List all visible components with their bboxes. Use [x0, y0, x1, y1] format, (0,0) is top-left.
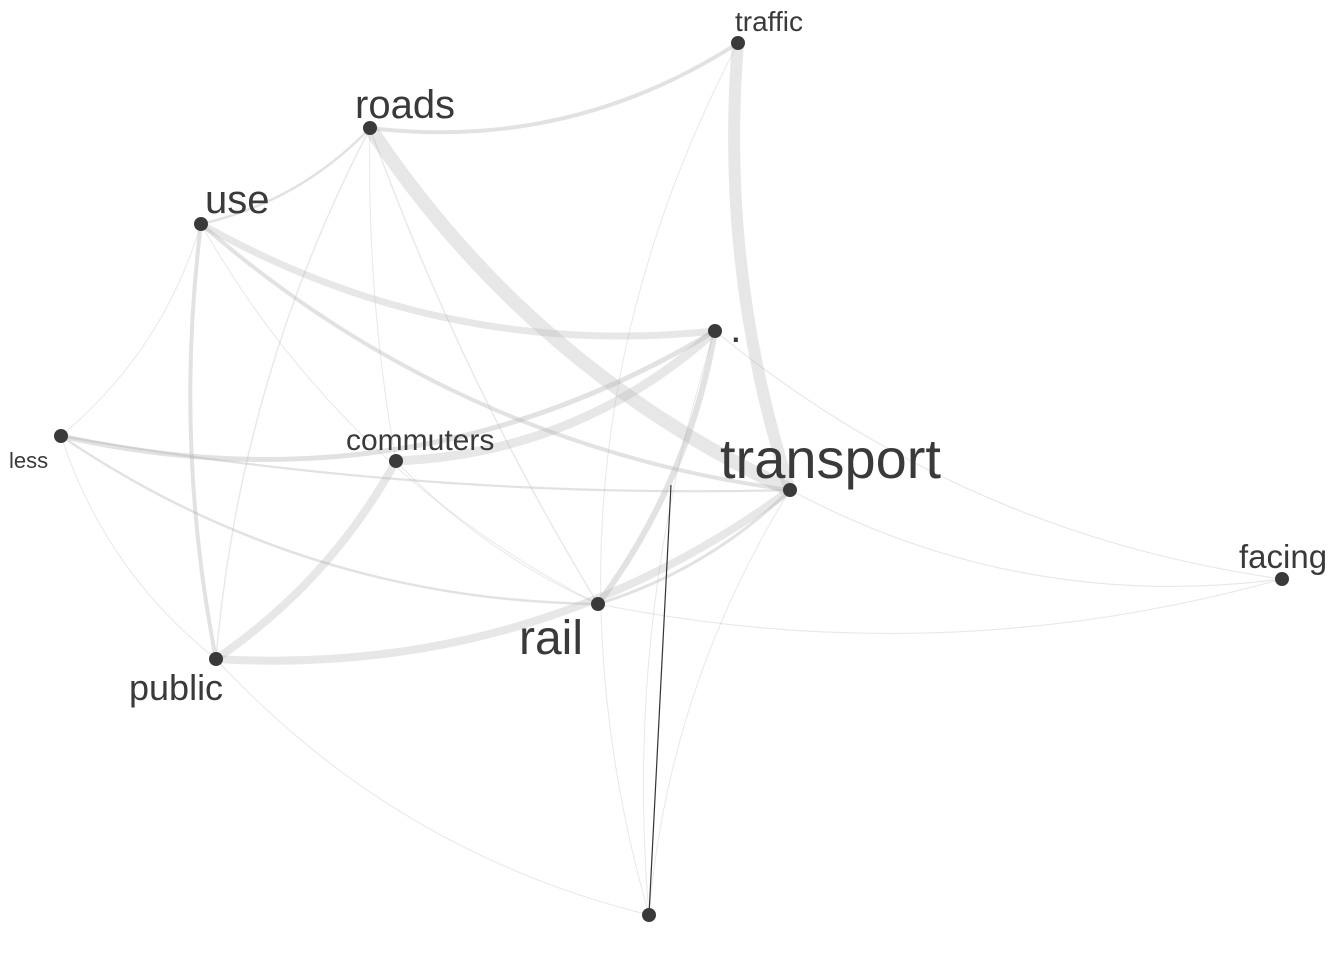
edge-commuters-rail: [395, 460, 599, 605]
edge-less-period: [58, 328, 718, 462]
node-dot-traffic[interactable]: [731, 36, 745, 50]
node-dot-unlabeled[interactable]: [642, 908, 656, 922]
edge-public-transport: [212, 486, 794, 665]
edge-roads-commuters: [369, 127, 397, 462]
annotation-line: [648, 484, 672, 916]
edge-period-unlabeled: [643, 330, 716, 916]
edge-traffic-unlabeled: [600, 42, 739, 916]
edge-transport-facing: [789, 489, 1283, 588]
edge-rail-facing: [597, 578, 1283, 634]
node-label-less: less: [9, 448, 48, 473]
node-label-traffic: traffic: [735, 6, 803, 37]
edge-use-transport: [199, 222, 792, 492]
edge-roads-rail: [369, 127, 599, 605]
edge-use-period: [197, 220, 719, 340]
edge-less-rail: [59, 434, 600, 606]
node-use[interactable]: use: [194, 178, 270, 231]
edge-rail-period: [595, 328, 718, 607]
node-label-use: use: [205, 178, 270, 222]
edge-less-use: [60, 223, 202, 437]
edge-transport-unlabeled: [648, 489, 791, 916]
edge-public-commuters: [212, 457, 400, 663]
node-label-rail: rail: [519, 612, 583, 665]
node-label-roads: roads: [355, 83, 455, 127]
edge-less-public: [60, 435, 217, 660]
node-dot-less[interactable]: [54, 429, 68, 443]
edge-public-unlabeled: [215, 658, 650, 916]
edge-use-public: [188, 222, 218, 661]
node-commuters[interactable]: commuters: [346, 424, 494, 468]
node-unlabeled[interactable]: [642, 908, 656, 922]
node-less[interactable]: less: [9, 429, 68, 473]
node-public[interactable]: public: [129, 652, 223, 708]
edge-use-roads: [199, 126, 372, 226]
edge-use-rail: [200, 223, 599, 605]
edge-roads-transport: [363, 121, 797, 497]
node-label-transport: transport: [720, 427, 941, 490]
node-dot-period[interactable]: [708, 324, 722, 338]
node-dot-roads[interactable]: [363, 121, 377, 135]
edge-period-facing: [714, 330, 1283, 580]
node-transport[interactable]: transport: [720, 427, 941, 497]
node-label-period: .: [730, 304, 742, 351]
edge-traffic-transport: [728, 37, 796, 496]
node-period[interactable]: .: [708, 304, 742, 351]
edge-rail-transport: [596, 488, 792, 606]
nodes-layer: traffic roads use. less commuters transport fa…: [9, 6, 1327, 922]
node-dot-public[interactable]: [209, 652, 223, 666]
edge-roads-public: [215, 127, 371, 660]
node-roads[interactable]: roads: [355, 83, 455, 135]
annotation-layer: [648, 484, 672, 916]
node-dot-rail[interactable]: [591, 597, 605, 611]
node-traffic[interactable]: traffic: [731, 6, 803, 50]
edge-commuters-period: [391, 326, 720, 466]
node-label-public: public: [129, 667, 223, 708]
node-facing[interactable]: facing: [1239, 538, 1327, 586]
node-rail[interactable]: rail: [519, 597, 605, 665]
edge-roads-traffic: [368, 41, 740, 135]
node-dot-facing[interactable]: [1275, 572, 1289, 586]
node-dot-commuters[interactable]: [389, 454, 403, 468]
node-dot-transport[interactable]: [783, 483, 797, 497]
node-label-commuters: commuters: [346, 424, 494, 457]
node-dot-use[interactable]: [194, 217, 208, 231]
node-label-facing: facing: [1239, 538, 1327, 575]
edge-less-transport: [59, 434, 792, 493]
edges-layer: [58, 37, 1283, 916]
